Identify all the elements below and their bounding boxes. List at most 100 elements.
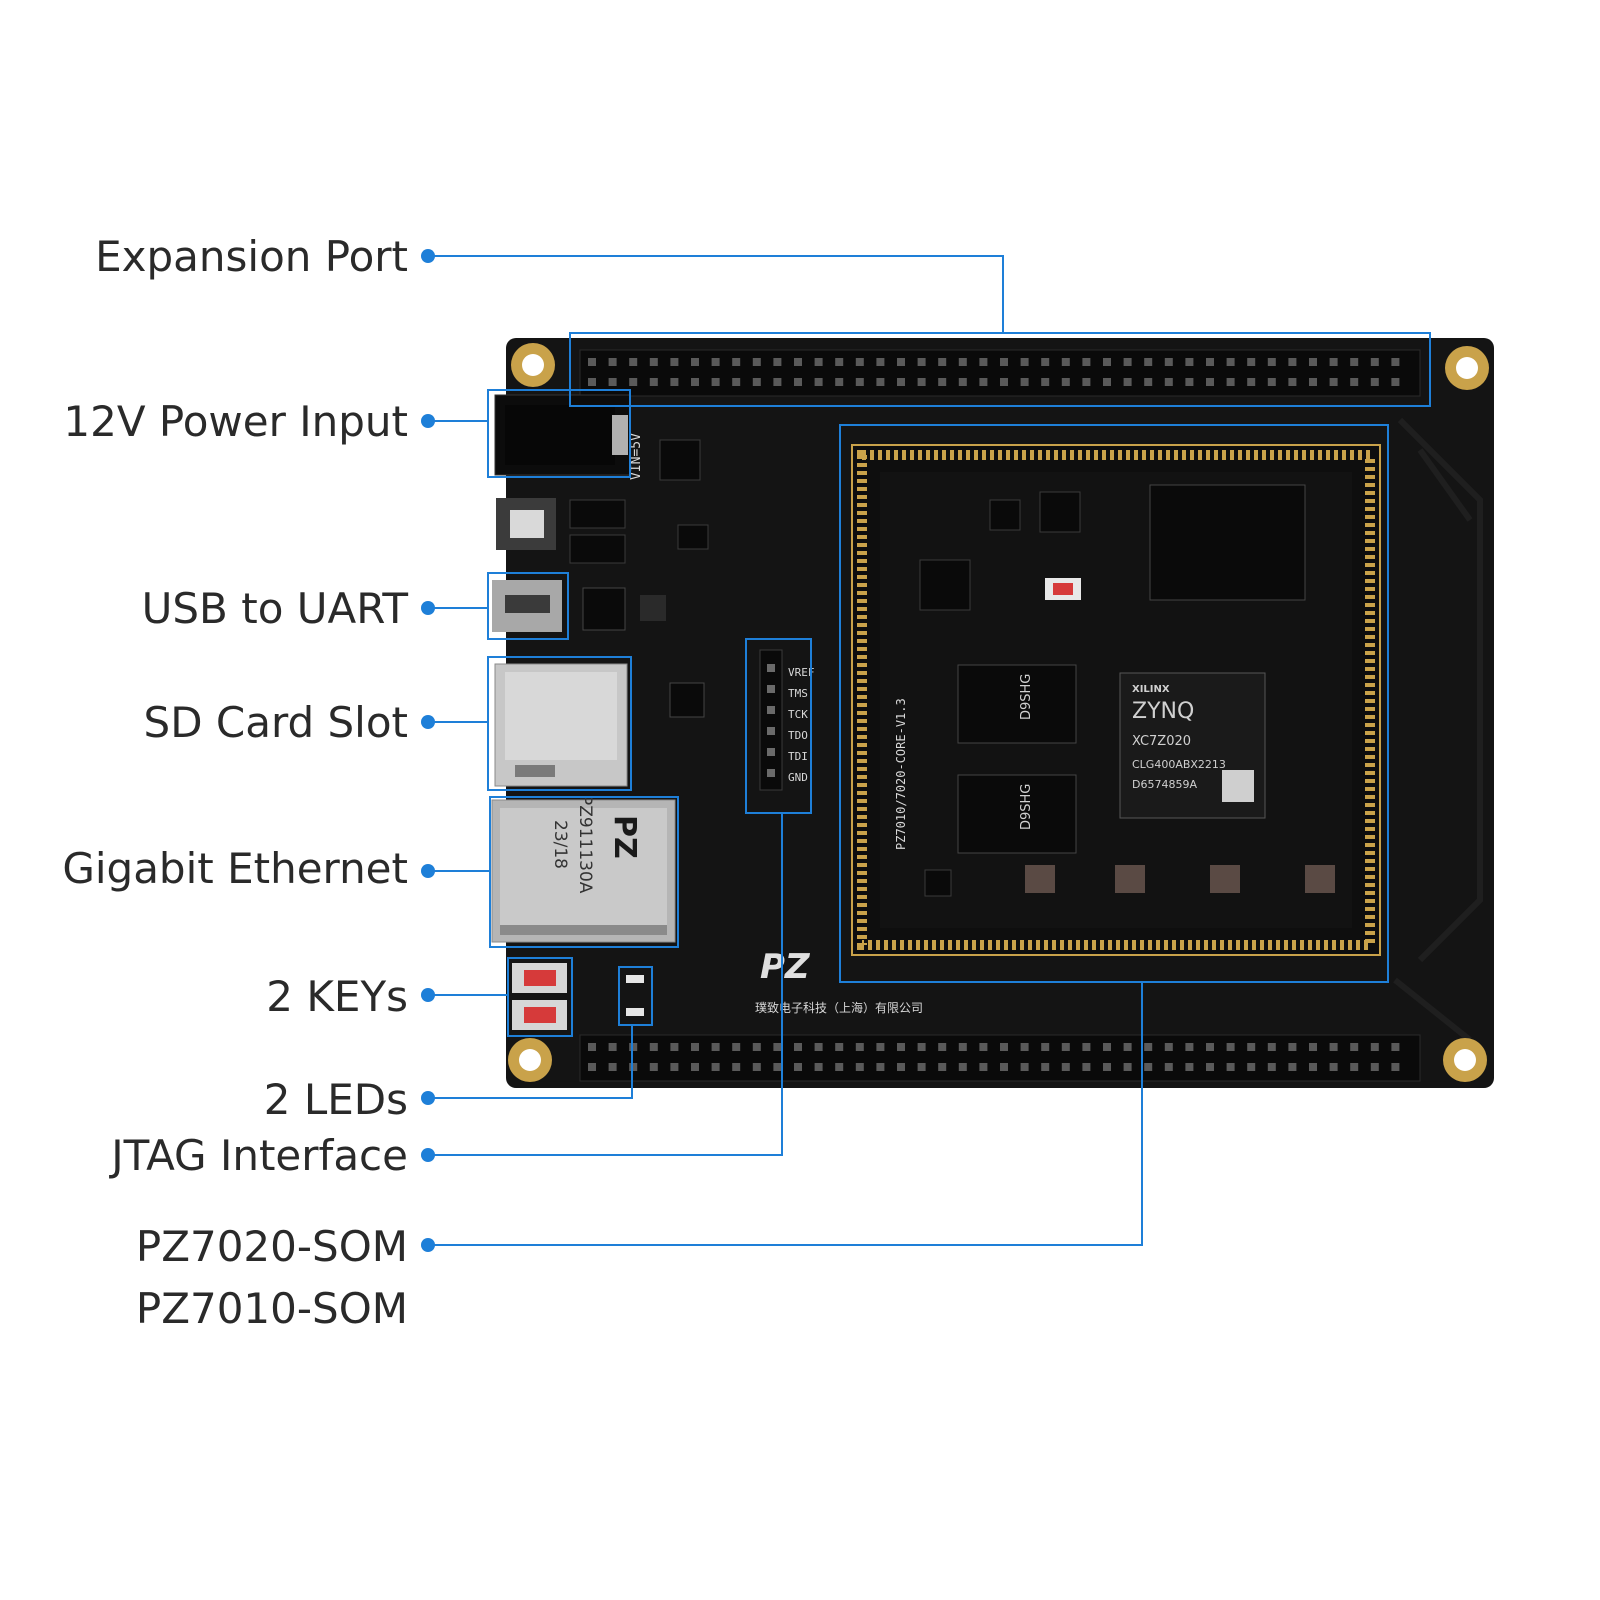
header-pin: [691, 1043, 699, 1051]
header-pin: [1164, 1063, 1173, 1071]
header-pin: [1226, 378, 1235, 386]
header-pin: [670, 1063, 679, 1071]
header-pin: [1288, 1043, 1297, 1051]
header-pin: [958, 378, 967, 386]
header-pin: [1370, 1063, 1379, 1071]
zynq-name: ZYNQ: [1132, 699, 1194, 724]
header-pin: [917, 1043, 926, 1051]
header-pin: [855, 1043, 864, 1051]
header-pin: [1041, 1043, 1050, 1051]
header-pin: [608, 1063, 617, 1071]
header-pin: [1350, 1043, 1359, 1051]
key-buttons: [512, 963, 567, 1030]
header-pin: [1185, 1043, 1194, 1051]
header-pin: [1185, 358, 1194, 366]
box-sd-card: [487, 656, 632, 791]
header-pin: [835, 378, 844, 386]
header-pin: [1041, 1063, 1050, 1071]
header-pin: [855, 1063, 864, 1071]
header-pin: [608, 378, 617, 386]
sd-level-shifter: [669, 682, 705, 718]
header-pin: [876, 1063, 885, 1071]
header-pin: [835, 358, 844, 366]
header-pin: [979, 358, 988, 366]
header-pin: [1144, 1063, 1153, 1071]
header-pin: [752, 378, 761, 386]
header-pin: [1041, 378, 1050, 386]
header-pin: [608, 358, 617, 366]
jtag-pin: [767, 685, 775, 693]
header-pin: [1206, 378, 1214, 386]
header-pin: [1164, 378, 1173, 386]
header-pin: [588, 1063, 596, 1071]
header-pin: [711, 358, 720, 366]
box-usb-uart: [487, 572, 569, 640]
pz-logo: PZ: [760, 947, 811, 987]
header-pin: [1350, 1063, 1359, 1071]
header-pin: [1288, 378, 1297, 386]
header-pin: [670, 358, 679, 366]
expansion-header-bottom: [579, 1034, 1421, 1082]
header-pin: [1103, 1063, 1111, 1071]
label-power-input: 12V Power Input: [63, 397, 408, 446]
som-components: [919, 491, 1081, 897]
leader-lines: [428, 255, 1143, 1246]
header-pin: [917, 1063, 926, 1071]
som-silk-label: PZ7010/7020-CORE-V1.3: [894, 698, 908, 850]
power-switch: [496, 498, 556, 550]
header-pin: [1185, 378, 1194, 386]
dot-ethernet: [421, 864, 435, 878]
header-pin: [629, 1063, 638, 1071]
dot-expansion-port: [421, 249, 435, 263]
mounting-hole-bl: [508, 1038, 552, 1082]
dot-jtag: [421, 1148, 435, 1162]
box-leds: [618, 966, 653, 1026]
header-pin: [732, 1043, 741, 1051]
zynq-brand: XILINX: [1132, 684, 1170, 695]
header-pin: [897, 358, 905, 366]
header-pin: [752, 1063, 761, 1071]
uart-chip: [582, 587, 626, 631]
header-pin: [1309, 1043, 1317, 1051]
header-pin: [917, 378, 926, 386]
header-pin: [835, 1043, 844, 1051]
header-pin: [629, 1043, 638, 1051]
label-som-7020: PZ7020-SOM: [135, 1222, 408, 1271]
header-pin: [1329, 358, 1338, 366]
header-pin: [1267, 1063, 1276, 1071]
header-pin: [1144, 358, 1153, 366]
header-pin: [732, 1063, 741, 1071]
label-usb-uart: USB to UART: [141, 584, 408, 633]
header-pin: [958, 358, 967, 366]
header-pin: [979, 378, 988, 386]
ethernet-marking: PZ PZ911130A 23/18: [550, 795, 642, 894]
header-pin: [629, 358, 638, 366]
header-pin: [897, 1043, 905, 1051]
header-pin: [979, 1063, 988, 1071]
header-pin: [773, 1043, 782, 1051]
header-pin: [794, 378, 802, 386]
zynq-chip: XILINX ZYNQ XC7Z020 CLG400ABX2213 D65748…: [1119, 672, 1266, 819]
zynq-part: XC7Z020: [1132, 734, 1191, 749]
header-pin: [1123, 1063, 1132, 1071]
zynq-code2: D6574859A: [1132, 778, 1197, 791]
header-pin: [1267, 378, 1276, 386]
header-pin: [670, 378, 679, 386]
header-pin: [1082, 1043, 1091, 1051]
header-pin: [649, 1063, 658, 1071]
header-pin: [711, 378, 720, 386]
header-pin: [752, 358, 761, 366]
header-pin: [938, 378, 947, 386]
header-pin: [1061, 378, 1070, 386]
header-pin: [1247, 378, 1256, 386]
jtag-pin-3: TDO: [788, 729, 808, 742]
dot-keys: [421, 988, 435, 1002]
ddr-chip-2: D9SHG: [957, 774, 1077, 854]
header-pin: [691, 1063, 699, 1071]
header-pin: [958, 1043, 967, 1051]
header-pin: [1391, 1043, 1400, 1051]
header-pin: [794, 1043, 802, 1051]
header-pin: [1288, 358, 1297, 366]
jtag-pin: [767, 727, 775, 735]
